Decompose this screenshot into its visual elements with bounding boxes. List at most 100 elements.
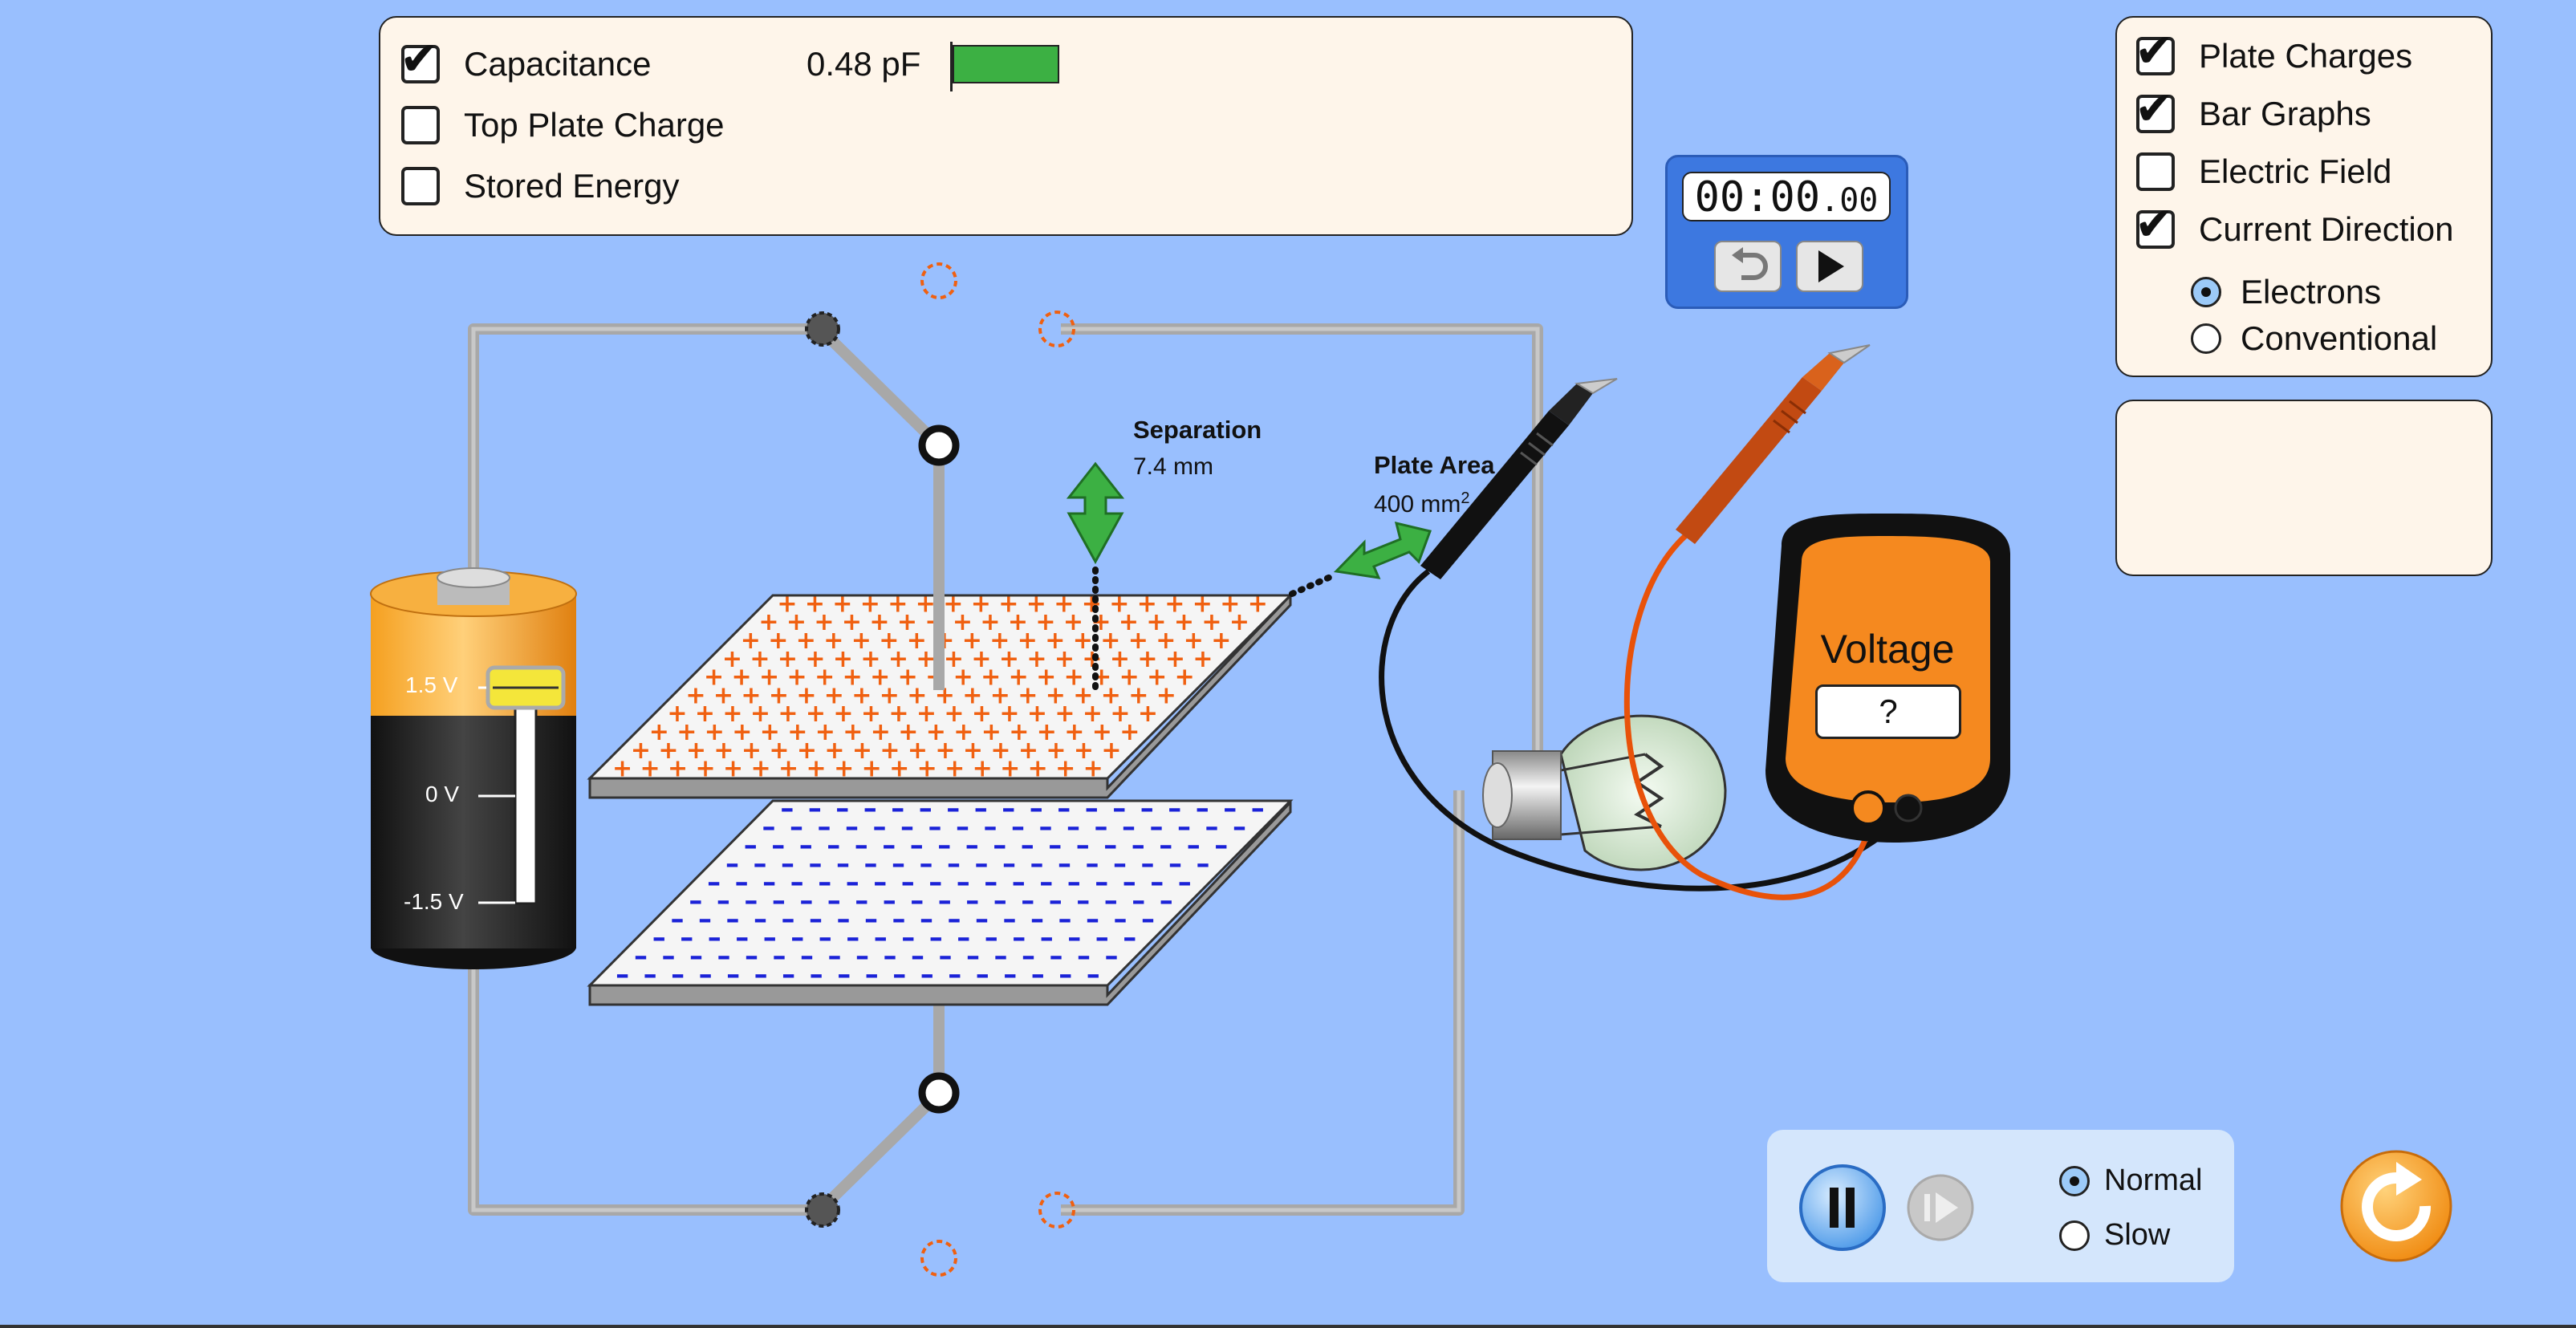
negative-charge: –	[698, 904, 712, 936]
negative-charge: –	[1050, 940, 1063, 973]
pause-button[interactable]	[1799, 1164, 1886, 1251]
red-probe[interactable]	[1676, 344, 1871, 544]
negative-charge: –	[864, 904, 878, 936]
positive-charge: +	[990, 681, 1010, 709]
negative-charge: –	[975, 848, 989, 880]
stored-energy-checkbox[interactable]: Stored Energy	[401, 167, 680, 205]
negative-charge: –	[744, 830, 758, 862]
negative-charge: –	[1077, 940, 1091, 973]
speed-normal-radio[interactable]: Normal	[2059, 1164, 2202, 1198]
battery[interactable]	[370, 329, 577, 969]
black-probe[interactable]	[1420, 378, 1618, 579]
positive-charge: +	[971, 590, 991, 618]
negative-charge: –	[616, 959, 629, 991]
negative-charge: –	[1030, 904, 1044, 936]
speed-slow-radio[interactable]: Slow	[2059, 1218, 2170, 1253]
negative-charge: –	[1048, 830, 1062, 862]
negative-charge: –	[717, 940, 731, 973]
bar-graphs-checkbox[interactable]: ✔ Bar Graphs	[2135, 81, 2371, 136]
positive-charge: +	[723, 755, 743, 783]
current-direction-checkbox[interactable]: ✔ Current Direction	[2135, 197, 2454, 251]
negative-charge: –	[855, 940, 869, 973]
checkbox[interactable]	[2136, 152, 2175, 191]
positive-charge: +	[1054, 590, 1074, 618]
negative-charge: –	[827, 885, 841, 917]
electric-field-checkbox[interactable]: Electric Field	[2136, 152, 2391, 191]
checkbox[interactable]	[401, 106, 440, 144]
positive-charge: +	[833, 645, 853, 673]
negative-charge: –	[965, 830, 979, 862]
positive-charge: +	[1146, 608, 1166, 636]
negative-charge: –	[1251, 793, 1265, 825]
stopwatch-play-button[interactable]	[1796, 241, 1863, 292]
positive-charge: +	[1046, 681, 1066, 709]
positive-charge: +	[916, 700, 937, 728]
positive-charge: +	[787, 664, 807, 692]
checkbox[interactable]	[401, 167, 440, 205]
positive-charge: +	[769, 681, 789, 709]
negative-charge: –	[1197, 848, 1210, 880]
positive-charge: +	[1138, 700, 1158, 728]
positive-charge: +	[1055, 755, 1075, 783]
positive-charge: +	[713, 681, 733, 709]
positive-charge: +	[871, 718, 891, 746]
bottom-plate: ––––––––––––––––––––––––––––––––––––––––…	[587, 793, 1294, 1006]
current-direction-label: Current Direction	[2199, 210, 2454, 248]
positive-charge: +	[807, 755, 827, 783]
wire-left-top	[468, 323, 819, 578]
black-lead-wire	[1379, 569, 1908, 891]
capacitance-checkbox[interactable]: ✔ Capacitance	[400, 31, 651, 86]
negative-charge: –	[689, 885, 702, 917]
negative-charge: –	[1012, 922, 1026, 954]
step-forward-button[interactable]	[1907, 1174, 1974, 1241]
negative-charge: –	[1002, 793, 1015, 825]
top-plate-charge-checkbox[interactable]: Top Plate Charge	[401, 106, 725, 144]
positive-charge: +	[851, 627, 872, 655]
negative-charge: –	[1076, 885, 1090, 917]
plate-area-drag-arrow[interactable]	[1333, 521, 1432, 579]
negative-charge: –	[920, 848, 933, 880]
positive-charge: +	[805, 590, 825, 618]
conventional-radio[interactable]: Conventional	[2191, 319, 2437, 358]
positive-charge: +	[742, 737, 762, 765]
positive-charge: +	[769, 737, 789, 765]
stopwatch[interactable]: 00:00.00	[1665, 155, 1908, 309]
negative-charge: –	[1112, 793, 1126, 825]
positive-charge: +	[1119, 608, 1139, 636]
stopwatch-reset-button[interactable]	[1714, 241, 1782, 292]
reset-all-button[interactable]	[2340, 1150, 2452, 1262]
positive-charge: +	[1000, 755, 1020, 783]
negative-charge: –	[1095, 811, 1108, 843]
capacitance-bar	[953, 45, 1059, 83]
positive-charge: +	[1054, 645, 1075, 673]
checkbox[interactable]: ✔	[2135, 23, 2175, 78]
radio-button[interactable]	[2059, 1220, 2090, 1251]
positive-charge: +	[842, 608, 862, 636]
positive-charge: +	[852, 737, 872, 765]
checkbox[interactable]: ✔	[2135, 81, 2175, 136]
checkbox[interactable]: ✔	[2135, 197, 2175, 251]
radio-button[interactable]	[2191, 277, 2221, 307]
negative-charge: –	[873, 867, 887, 899]
separation-drag-arrow[interactable]	[1066, 461, 1125, 565]
plate-charges-checkbox[interactable]: ✔ Plate Charges	[2135, 23, 2412, 78]
electrons-radio[interactable]: Electrons	[2191, 273, 2381, 311]
positive-charge: +	[658, 737, 678, 765]
negative-charge: –	[1114, 904, 1128, 936]
negative-charge: –	[1011, 811, 1025, 843]
positive-charge: +	[1119, 718, 1140, 746]
positive-charge: +	[815, 718, 835, 746]
positive-charge: +	[796, 627, 816, 655]
negative-charge: –	[726, 959, 740, 991]
positive-charge: +	[824, 737, 844, 765]
negative-charge: –	[1057, 793, 1071, 825]
negative-charge: –	[966, 940, 980, 973]
radio-button[interactable]	[2059, 1165, 2090, 1196]
conventional-label: Conventional	[2241, 319, 2438, 357]
positive-charge: +	[1165, 645, 1185, 673]
negative-charge: –	[1039, 867, 1053, 899]
radio-button[interactable]	[2191, 323, 2221, 354]
checkbox[interactable]: ✔	[400, 31, 440, 86]
negative-charge: –	[1087, 959, 1100, 991]
positive-charge: +	[1064, 718, 1084, 746]
